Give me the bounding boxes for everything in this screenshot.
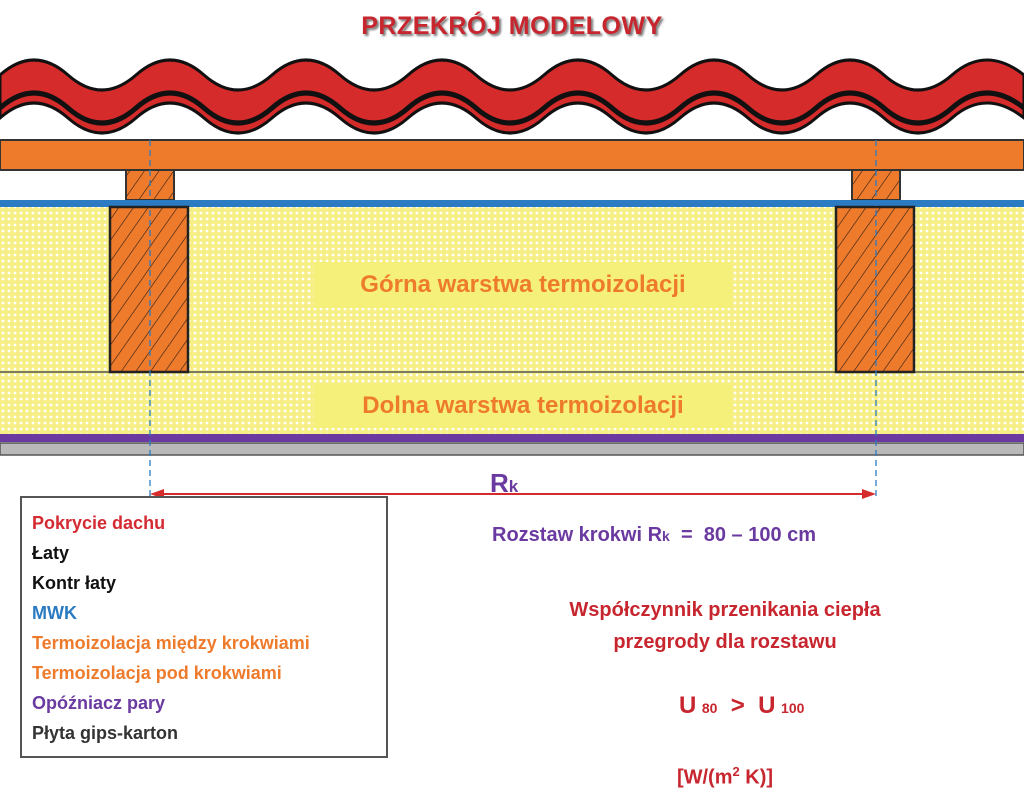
rk-symbol-sub: k bbox=[508, 477, 519, 496]
u-left-sub: 80 bbox=[701, 700, 718, 716]
u-right: U bbox=[758, 692, 776, 719]
rafter-right bbox=[834, 205, 916, 374]
legend-insulation-under: Termoizolacja pod krokwiami bbox=[32, 663, 282, 683]
rafter-left bbox=[108, 205, 190, 374]
legend-counter-battens: Kontr łaty bbox=[32, 573, 117, 593]
unit-sup: 2 bbox=[732, 764, 740, 779]
spacing-sub: k bbox=[662, 528, 670, 544]
roof-covering-red bbox=[0, 58, 1024, 135]
spacing-suffix: = 80 – 100 cm bbox=[669, 524, 817, 546]
coef-line-1: Współczynnik przenikania ciepła bbox=[569, 599, 881, 621]
coef-comparison: U 80 > U 100 bbox=[500, 658, 950, 756]
plasterboard bbox=[0, 442, 1024, 456]
rafter-spacing-symbol: Rk bbox=[490, 468, 518, 499]
legend-battens: Łaty bbox=[32, 543, 70, 563]
unit-prefix: [W/(m bbox=[676, 766, 733, 789]
diagram-title: PRZEKRÓJ MODELOWY bbox=[361, 12, 663, 40]
dimension-arrowhead-right bbox=[862, 489, 876, 499]
coef-unit: [W/(m2 K)] bbox=[500, 756, 950, 794]
comparison-operator: > bbox=[717, 692, 759, 719]
upper-insulation-label: Górna warstwa termoizolacji bbox=[314, 262, 732, 308]
legend-box: Pokrycie dachu Łaty Kontr łaty MWK Termo… bbox=[20, 496, 388, 758]
mwk-membrane bbox=[0, 200, 1024, 207]
rafter-spacing-text: Rozstaw krokwi Rk = 80 – 100 cm bbox=[492, 524, 816, 547]
u-left: U bbox=[678, 692, 697, 719]
coef-line-2: przegrody dla rozstawu bbox=[613, 631, 837, 653]
roof-covering-lower-wave bbox=[0, 90, 1024, 126]
heat-transfer-note: Współczynnik przenikania ciepła przegrod… bbox=[500, 594, 950, 794]
legend-vapour-retarder: Opóźniacz pary bbox=[32, 693, 166, 713]
spacing-prefix: Rozstaw krokwi R bbox=[492, 524, 663, 546]
legend-roof-covering: Pokrycie dachu bbox=[32, 513, 166, 533]
vapour-retarder bbox=[0, 434, 1024, 442]
legend-insulation-between: Termoizolacja między krokwiami bbox=[32, 633, 310, 653]
unit-suffix: K)] bbox=[739, 766, 774, 789]
battens-bar bbox=[0, 139, 1024, 171]
roof-cross-section-diagram: PRZEKRÓJ MODELOWY bbox=[0, 12, 1024, 789]
u-right-sub: 100 bbox=[781, 700, 805, 716]
legend-plasterboard: Płyta gips-karton bbox=[32, 723, 179, 743]
lower-insulation-label: Dolna warstwa termoizolacji bbox=[314, 384, 732, 428]
legend-mwk: MWK bbox=[32, 603, 77, 623]
rk-symbol-main: R bbox=[490, 468, 509, 498]
